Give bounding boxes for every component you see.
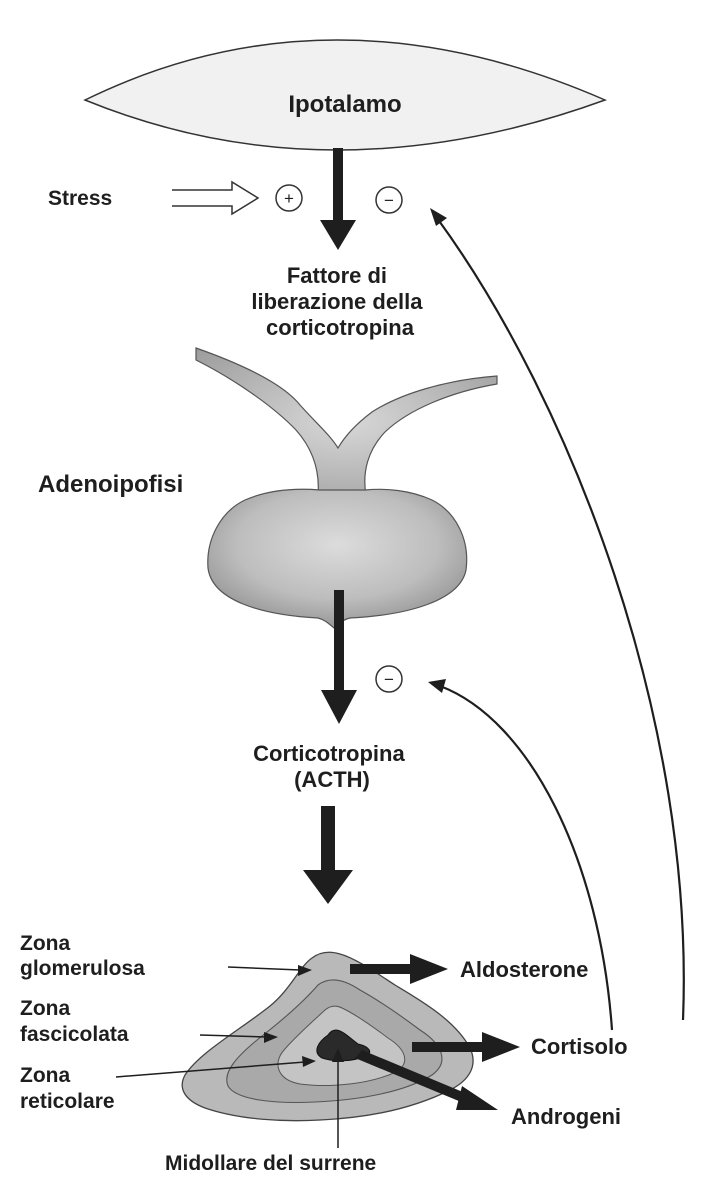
aldosterone-label: Aldosterone	[460, 957, 588, 982]
stimulation-plus-icon: +	[276, 185, 302, 211]
arrow-acth-to-adrenal	[303, 806, 353, 904]
cortisol-feedback-arrows	[437, 218, 684, 1030]
pituitary-shape	[196, 348, 497, 628]
zona-fascicolata-label: Zona fascicolata	[20, 997, 129, 1046]
crh-label: Fattore di liberazione della corticotrop…	[251, 263, 428, 340]
cortisol-label: Cortisolo	[531, 1034, 628, 1059]
svg-text:+: +	[284, 189, 294, 208]
stress-label: Stress	[48, 187, 112, 210]
zona-glomerulosa-label: Zona glomerulosa	[20, 932, 145, 980]
hypothalamus-label: Ipotalamo	[288, 91, 401, 118]
svg-text:−: −	[384, 191, 394, 210]
inhibition-minus-icon-hypothalamus: −	[376, 187, 402, 213]
stress-arrow	[172, 182, 258, 214]
inhibition-minus-icon-pituitary: −	[376, 666, 402, 692]
svg-text:−: −	[384, 670, 394, 689]
zona-reticolare-label: Zona reticolare	[20, 1064, 115, 1113]
pituitary-label: Adenoipofisi	[38, 471, 183, 498]
medulla-label: Midollare del surrene	[165, 1152, 376, 1175]
arrow-hypothalamus-to-crh	[320, 148, 356, 250]
feedback-arrowheads	[428, 208, 447, 693]
androgens-label: Androgeni	[511, 1104, 621, 1129]
acth-label: Corticotropina (ACTH)	[253, 741, 411, 792]
